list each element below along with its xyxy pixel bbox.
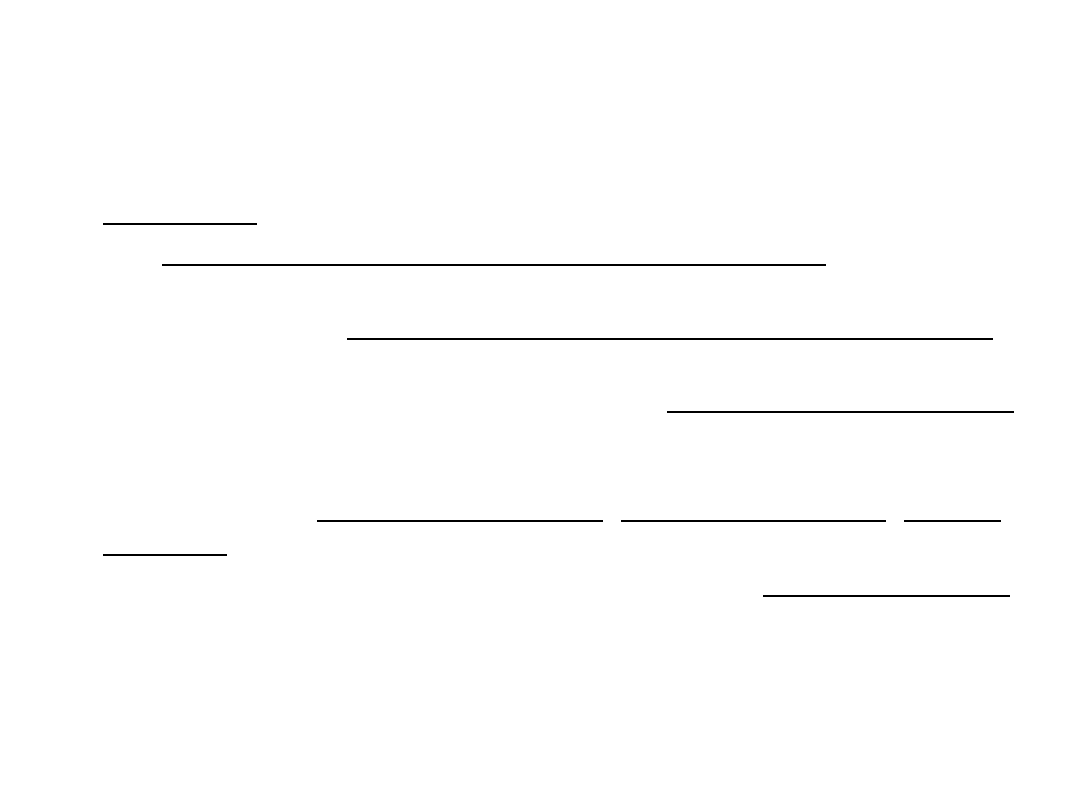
fill-in-blank-line[interactable] (904, 520, 1001, 522)
fill-in-blank-line[interactable] (763, 595, 1010, 597)
fill-in-blank-line[interactable] (667, 411, 1014, 413)
fill-in-blank-line[interactable] (103, 223, 257, 225)
fill-in-blank-line[interactable] (162, 264, 826, 266)
fill-in-blank-line[interactable] (347, 338, 993, 340)
fill-in-blank-line[interactable] (103, 554, 227, 556)
fill-in-blank-line[interactable] (621, 520, 886, 522)
fill-in-blank-line[interactable] (317, 520, 603, 522)
